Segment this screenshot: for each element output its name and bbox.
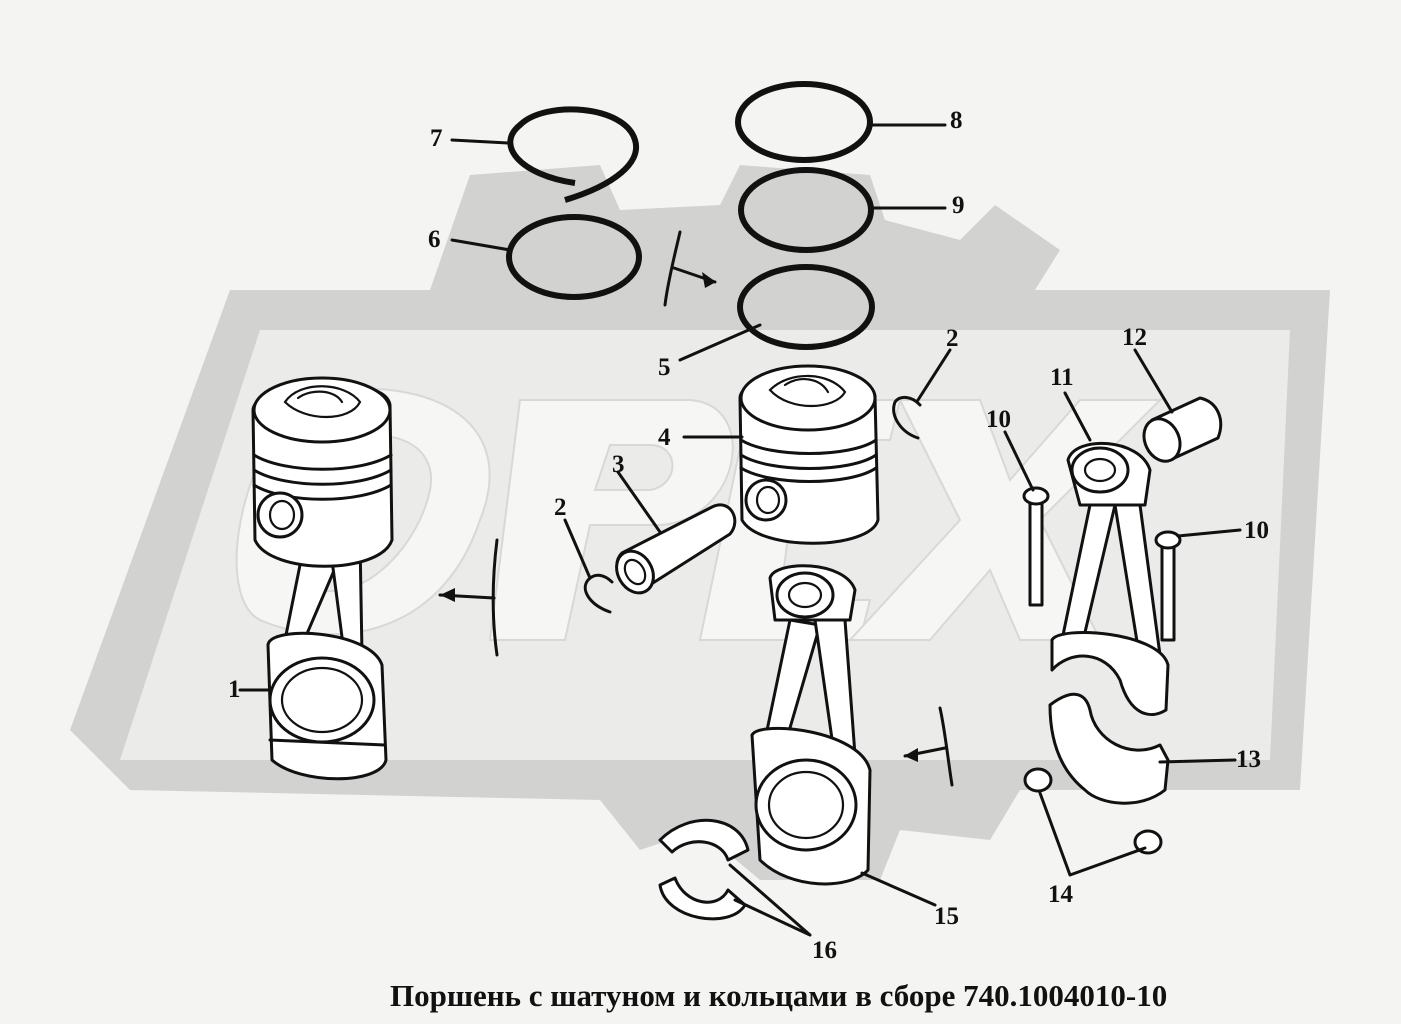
ring-9 bbox=[738, 167, 874, 253]
callout-labels: 1 2 2 3 4 5 6 7 8 9 10 10 11 12 13 14 15… bbox=[228, 107, 1269, 964]
ring-6 bbox=[506, 214, 642, 300]
callout-4: 4 bbox=[658, 424, 671, 451]
callout-9: 9 bbox=[952, 192, 965, 219]
callout-6: 6 bbox=[428, 226, 441, 253]
circlip-2-right bbox=[892, 396, 922, 440]
assembly-arrow-rings bbox=[663, 230, 717, 307]
callout-3: 3 bbox=[612, 451, 625, 478]
piston-pin-3 bbox=[615, 503, 737, 595]
circlip-2-left bbox=[583, 573, 614, 614]
diagram-caption: Поршень с шатуном и кольцами в сборе 740… bbox=[390, 978, 1168, 1013]
nut-14-right bbox=[1133, 829, 1163, 855]
ring-7-split bbox=[507, 106, 640, 203]
callout-15: 15 bbox=[934, 903, 959, 930]
bolt-10-right bbox=[1154, 530, 1182, 642]
callout-12: 12 bbox=[1122, 324, 1147, 351]
callout-7: 7 bbox=[430, 125, 443, 152]
callout-2-left: 2 bbox=[554, 494, 567, 521]
ring-8 bbox=[735, 81, 873, 163]
callout-5: 5 bbox=[658, 354, 671, 381]
callout-16: 16 bbox=[812, 937, 837, 964]
leader-lines bbox=[238, 123, 1242, 937]
callout-14: 14 bbox=[1048, 881, 1074, 908]
connecting-rod-15 bbox=[750, 564, 872, 886]
callout-10-right: 10 bbox=[1244, 517, 1269, 544]
connecting-rod-11 bbox=[1050, 441, 1170, 716]
rod-cap-13 bbox=[1048, 692, 1170, 805]
callout-11: 11 bbox=[1050, 364, 1074, 391]
nut-14-left bbox=[1023, 767, 1053, 793]
bushing-12 bbox=[1142, 396, 1223, 463]
callout-2-right: 2 bbox=[946, 325, 959, 352]
piston-4 bbox=[738, 364, 880, 545]
assembly-arrow-center bbox=[903, 706, 954, 787]
callout-13: 13 bbox=[1236, 746, 1261, 773]
assembly-arrow-left bbox=[438, 538, 499, 657]
callout-1: 1 bbox=[228, 676, 241, 703]
callout-8: 8 bbox=[950, 107, 963, 134]
bolt-10-left bbox=[1022, 486, 1050, 607]
ring-5 bbox=[737, 264, 875, 350]
piston-rod-assembly-1 bbox=[251, 376, 394, 781]
callout-10-left: 10 bbox=[986, 406, 1011, 433]
